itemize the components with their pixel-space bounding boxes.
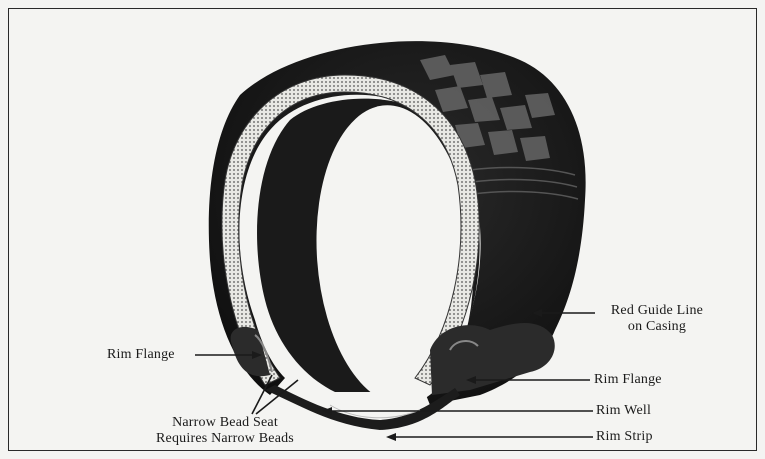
rim-left bbox=[231, 327, 272, 376]
label-rim-flange-left: Rim Flange bbox=[107, 347, 175, 363]
label-rim-strip: Rim Strip bbox=[596, 429, 653, 445]
label-rim-flange-right: Rim Flange bbox=[594, 372, 662, 388]
label-red-guide-line-2: on Casing bbox=[596, 319, 718, 335]
label-narrow-bead-1: Narrow Bead Seat bbox=[140, 415, 310, 431]
label-red-guide-line: Red Guide Line on Casing bbox=[596, 303, 718, 335]
label-narrow-bead-2: Requires Narrow Beads bbox=[140, 431, 310, 447]
label-rim-well: Rim Well bbox=[596, 403, 651, 419]
label-red-guide-line-1: Red Guide Line bbox=[596, 303, 718, 319]
label-narrow-bead: Narrow Bead Seat Requires Narrow Beads bbox=[140, 415, 310, 447]
